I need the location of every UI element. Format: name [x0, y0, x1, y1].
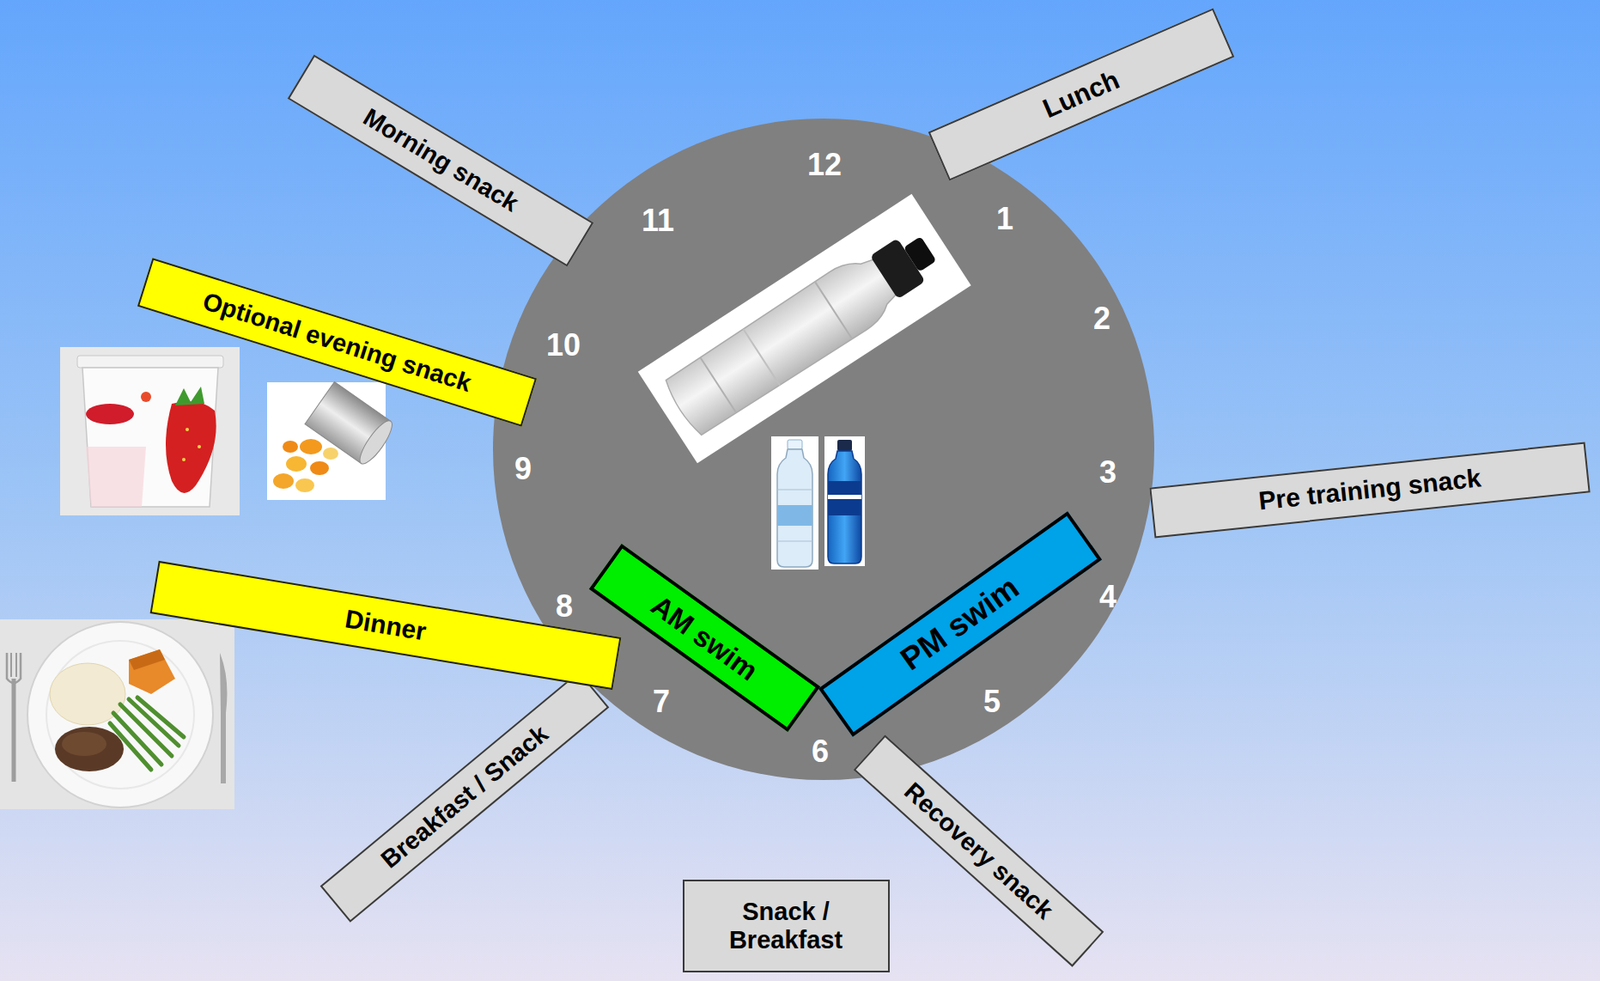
illustration-part	[15, 652, 18, 677]
illustration-part	[109, 697, 184, 770]
illustration-part	[85, 446, 147, 507]
illustration-part	[777, 489, 813, 491]
illustration-part	[6, 652, 21, 683]
illustration-part	[700, 357, 737, 413]
illustration-part	[304, 381, 397, 468]
illustration-part	[182, 457, 186, 462]
clock-number: 8	[555, 590, 573, 622]
clock-number: 11	[641, 205, 675, 237]
illustration-part	[128, 649, 176, 694]
drink-bottle	[638, 194, 972, 463]
illustration-part	[46, 640, 195, 789]
label-text: Recovery snack	[898, 776, 1059, 925]
illustration-part	[60, 346, 240, 516]
dinner-plate	[0, 619, 235, 810]
label-text: Snack / Breakfast	[712, 897, 859, 956]
illustration-part	[299, 438, 323, 455]
label-text: Breakfast / Snack	[375, 718, 554, 874]
water-bottle	[771, 436, 819, 570]
meal-label-box: Snack / Breakfast	[682, 879, 890, 973]
illustration-part	[815, 281, 853, 340]
snack-label-box: Optional evening snack	[136, 257, 536, 427]
illustration-part	[285, 456, 307, 472]
illustration-part	[310, 461, 329, 475]
illustration-part	[903, 236, 937, 273]
sports-drink-bottle	[824, 436, 865, 566]
illustration-part	[12, 678, 17, 782]
illustration-part	[82, 367, 219, 507]
meal-label-box: Lunch	[928, 7, 1235, 181]
illustration-part	[824, 436, 865, 566]
illustration-part	[771, 436, 819, 570]
illustration-part	[827, 480, 862, 516]
label-text: Pre training snack	[1257, 462, 1483, 516]
training-session-box: AM swim	[588, 542, 820, 731]
illustration-part	[140, 391, 152, 402]
illustration-part	[197, 444, 201, 449]
clock-number: 1	[996, 203, 1014, 235]
illustration-part	[777, 541, 813, 542]
meal-label-box: Dinner	[150, 560, 622, 690]
illustration-part	[77, 355, 224, 368]
clock-number: 3	[1099, 456, 1117, 488]
illustration-part	[777, 504, 813, 526]
illustration-part	[10, 652, 13, 677]
illustration-part	[837, 439, 852, 451]
snack-label-box: Recovery snack	[852, 734, 1104, 967]
illustration-part	[354, 416, 397, 468]
illustration-part	[27, 621, 213, 808]
meal-label-box: Breakfast / Snack	[320, 670, 610, 923]
illustration-part	[175, 386, 205, 406]
illustration-part	[0, 619, 235, 810]
illustration-part	[295, 478, 315, 493]
illustration-part	[282, 440, 299, 453]
clock-number: 4	[1099, 581, 1117, 613]
clock-number: 5	[983, 686, 1001, 718]
label-text: AM swim	[644, 588, 764, 687]
label-text: Dinner	[342, 603, 428, 647]
illustration-part	[661, 247, 905, 439]
illustration-part	[54, 726, 124, 772]
label-text: Morning snack	[358, 103, 524, 219]
illustration-part	[742, 328, 779, 385]
clock-number: 9	[514, 453, 532, 485]
clock-number: 7	[652, 686, 670, 718]
clock-number: 6	[811, 736, 829, 767]
label-text: Optional evening snack	[199, 285, 475, 397]
illustration-part	[165, 401, 217, 493]
yogurt-tub	[60, 346, 240, 516]
label-text: Lunch	[1038, 64, 1124, 125]
snack-label-box: Pre training snack	[1149, 441, 1590, 538]
illustration-part	[85, 403, 134, 425]
illustration-part	[137, 697, 184, 737]
illustration-part	[128, 649, 165, 670]
illustration-part	[787, 439, 803, 450]
illustration-part	[61, 731, 107, 756]
fruit-can	[267, 381, 397, 500]
illustration-part	[219, 652, 227, 784]
clock-number: 10	[546, 329, 581, 361]
illustration-part	[827, 494, 862, 499]
illustration-part	[777, 449, 813, 567]
illustration-part	[638, 194, 972, 463]
illustration-part	[185, 427, 189, 432]
snack-label-box: Morning snack	[287, 54, 595, 267]
illustration-part	[322, 447, 339, 460]
illustration-part	[827, 450, 862, 564]
training-session-box: PM swim	[818, 511, 1102, 737]
clock-number: 12	[807, 149, 842, 181]
clock-number: 2	[1093, 303, 1111, 335]
illustration-part	[273, 473, 294, 489]
label-text: PM swim	[894, 569, 1027, 678]
